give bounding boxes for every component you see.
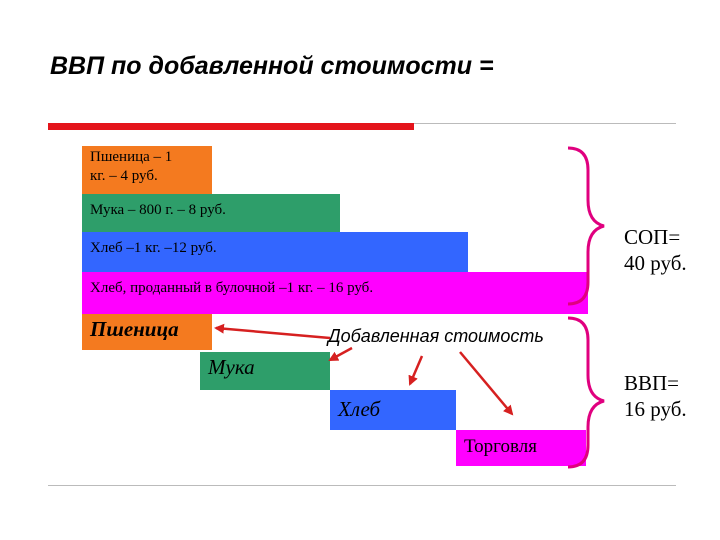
brace-sop xyxy=(567,146,605,306)
cost-bar-shop: Хлеб, проданный в булочной –1 кг. – 16 р… xyxy=(82,272,588,314)
cost-bar-wheat: Пшеница – 1 кг. – 4 руб. xyxy=(82,146,212,194)
slide-title: ВВП по добавленной стоимости = xyxy=(50,52,494,80)
stage-box-bread: Хлеб xyxy=(330,390,456,430)
sop-label: СОП= 40 руб. xyxy=(624,224,687,276)
arrow-to-wheat xyxy=(214,323,331,340)
cost-bar-wheat-line2: кг. – 4 руб. xyxy=(90,168,158,184)
bottom-rule xyxy=(48,485,676,486)
stage-box-wheat: Пшеница xyxy=(82,314,212,350)
cost-bar-wheat-line1: Пшеница – 1 xyxy=(90,149,173,165)
stage-box-flour: Мука xyxy=(200,352,330,390)
vvp-label-line2: 16 руб. xyxy=(624,397,687,421)
arrow-to-trade xyxy=(459,351,514,416)
title-accent-bar xyxy=(48,123,414,130)
sop-label-line1: СОП= xyxy=(624,225,681,249)
vvp-label: ВВП= 16 руб. xyxy=(624,370,687,422)
cost-bar-flour: Мука – 800 г. – 8 руб. xyxy=(82,194,340,232)
stage-box-trade: Торговля xyxy=(456,430,586,466)
vvp-label-line1: ВВП= xyxy=(624,371,680,395)
cost-bar-bread: Хлеб –1 кг. –12 руб. xyxy=(82,232,468,272)
added-value-label: Добавленная стоимость xyxy=(328,326,544,346)
arrow-to-flour xyxy=(328,346,353,362)
arrow-to-bread xyxy=(408,355,424,386)
brace-vvp xyxy=(567,316,605,469)
sop-label-line2: 40 руб. xyxy=(624,251,687,275)
